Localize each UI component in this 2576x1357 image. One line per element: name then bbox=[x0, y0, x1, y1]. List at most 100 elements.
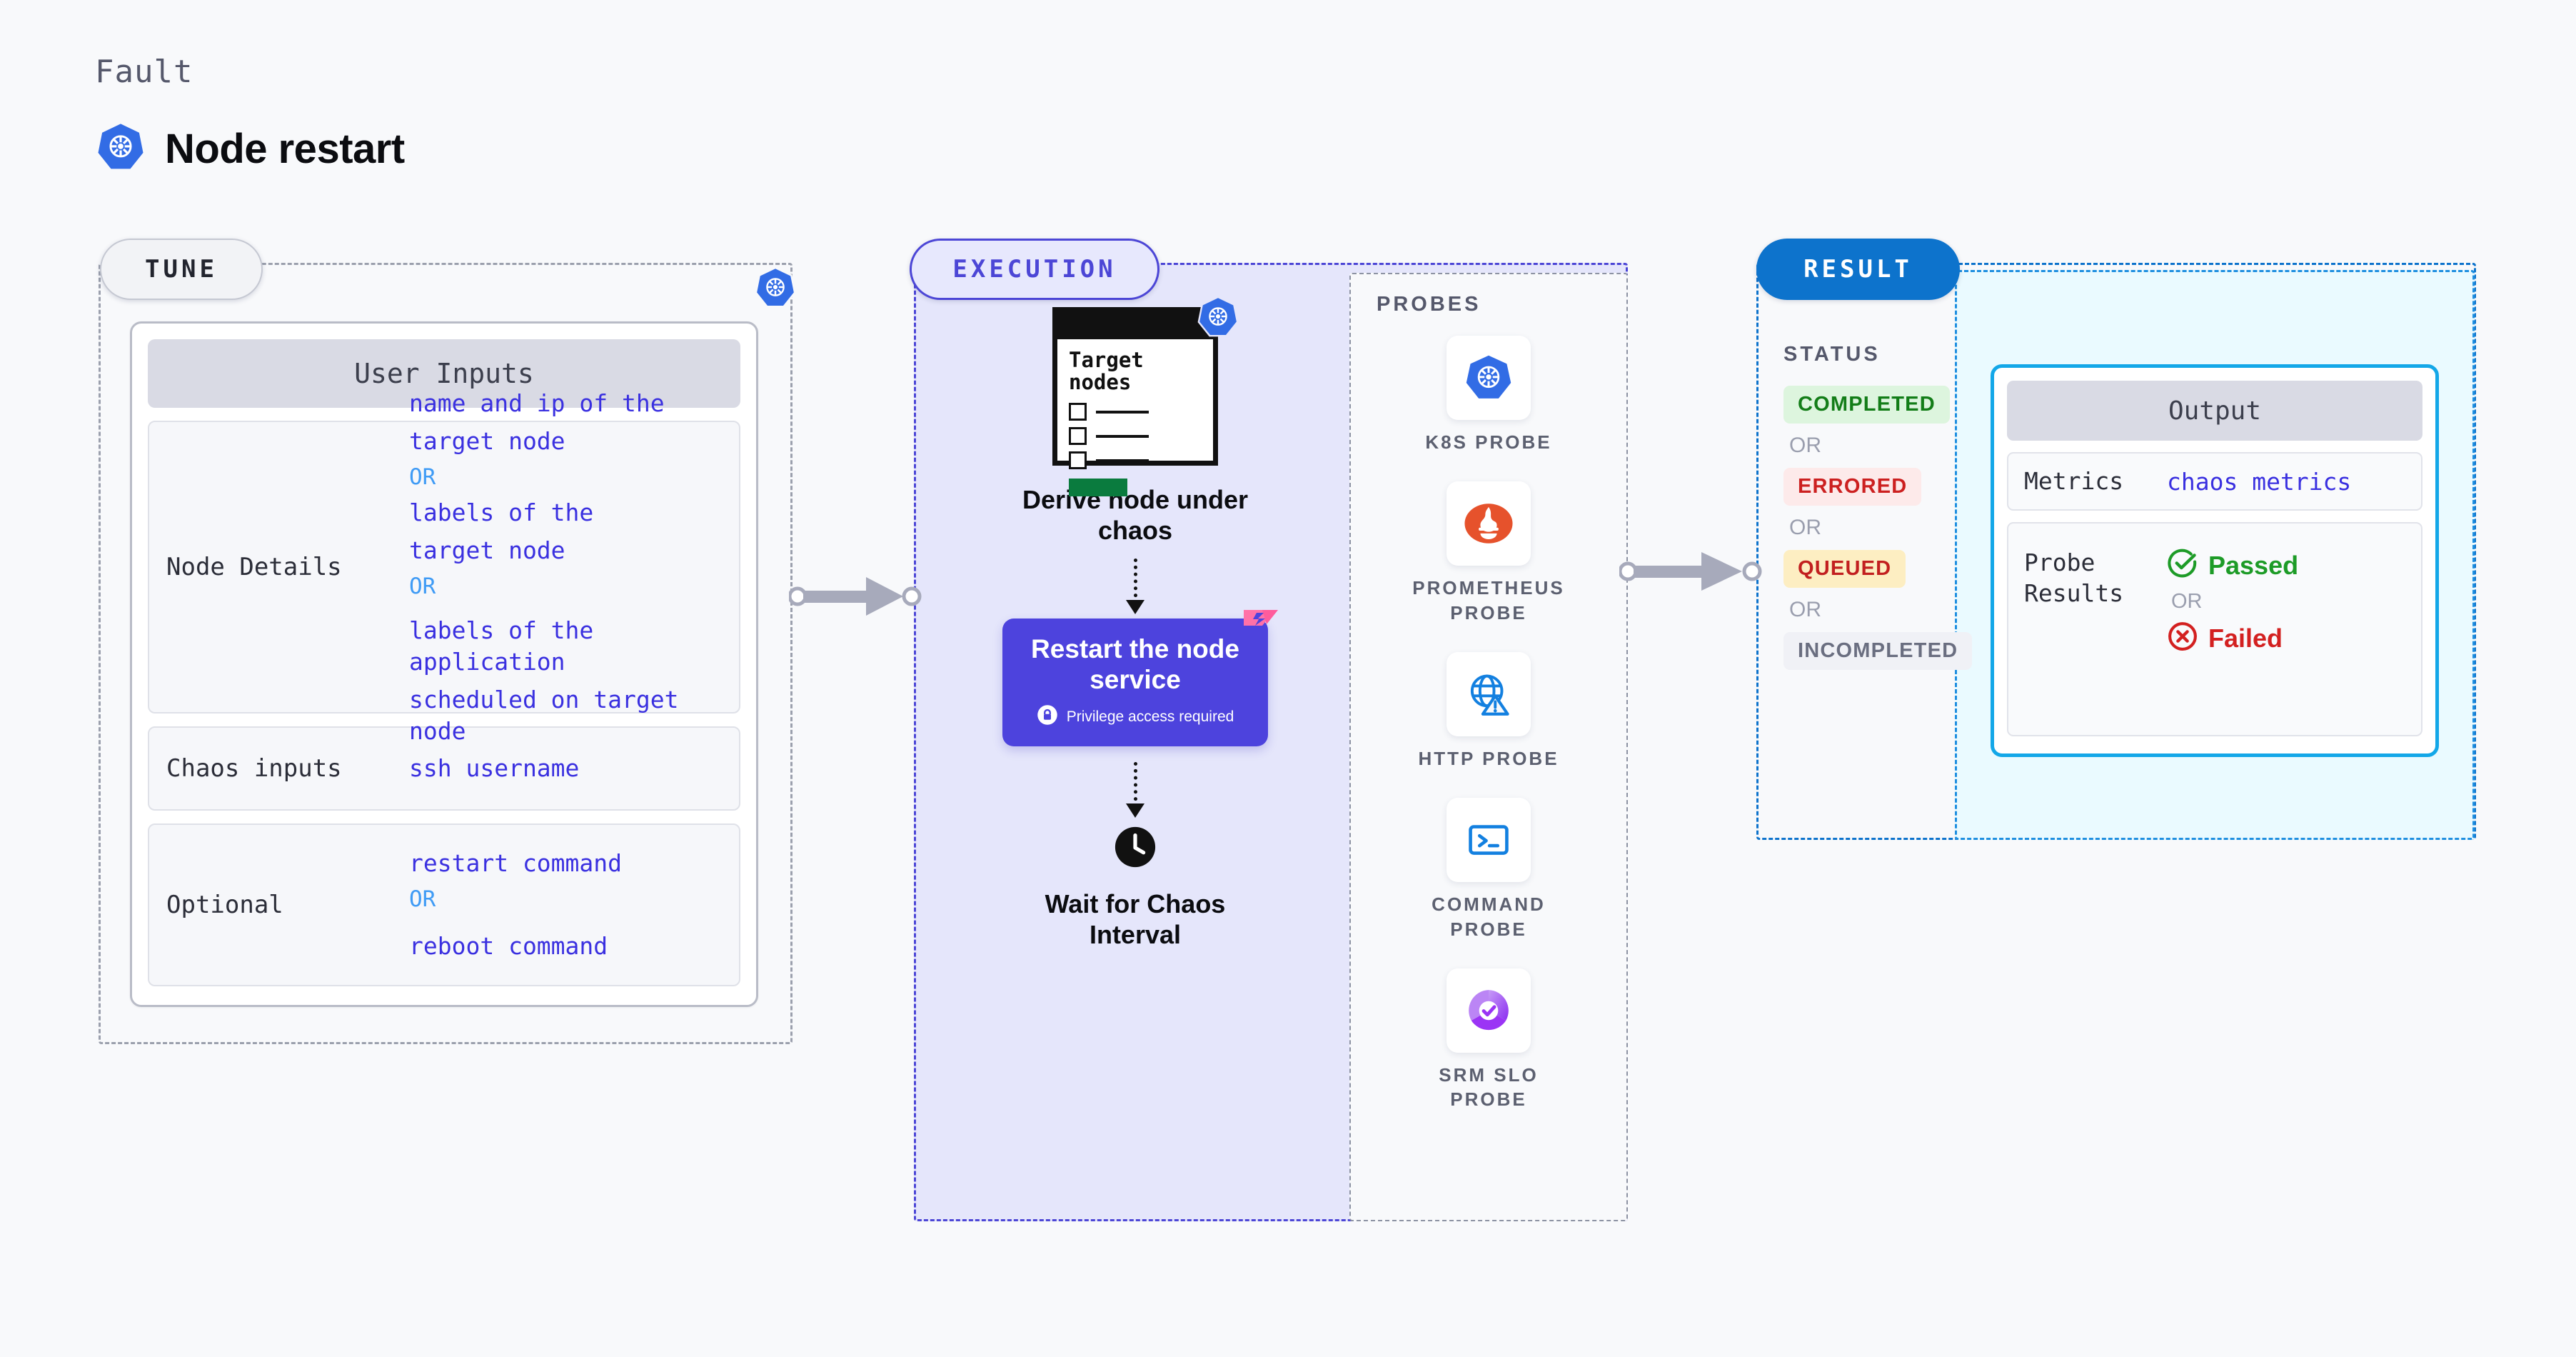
checkbox-icon bbox=[1069, 427, 1087, 446]
probes-list: K8S PROBE PROMETHEUS PROBE bbox=[1403, 336, 1574, 1112]
optional-label: Optional bbox=[166, 891, 283, 919]
node-details-value-3: labels of the bbox=[409, 498, 594, 526]
chaos-inputs-row: Chaos inputs ssh username bbox=[148, 726, 740, 811]
target-node-row bbox=[1069, 403, 1202, 421]
probe-item-k8s[interactable]: K8S PROBE bbox=[1403, 336, 1574, 454]
lock-icon bbox=[1037, 704, 1058, 729]
probe-label: COMMAND PROBE bbox=[1432, 893, 1546, 940]
connector-execution-to-result bbox=[1618, 546, 1766, 600]
node-details-value-6: scheduled on target node bbox=[409, 686, 679, 745]
probe-item-srm-slo[interactable]: SRM SLO PROBE bbox=[1403, 968, 1574, 1112]
probe-item-command[interactable]: COMMAND PROBE bbox=[1403, 798, 1574, 941]
probe-label: K8S PROBE bbox=[1425, 431, 1552, 453]
kubernetes-icon bbox=[753, 266, 798, 314]
target-node-row bbox=[1069, 451, 1202, 470]
placeholder-line bbox=[1096, 434, 1149, 438]
status-or-2: OR bbox=[1789, 516, 1821, 539]
harness-flag-icon bbox=[1241, 609, 1278, 645]
wait-chaos-interval-step: Wait for Chaos Interval bbox=[1045, 825, 1226, 950]
probe-failed-label: Failed bbox=[2208, 623, 2283, 653]
probe-results-label-line-1: Probe bbox=[2024, 549, 2095, 576]
kubernetes-icon bbox=[1447, 336, 1531, 420]
target-node-row bbox=[1069, 427, 1202, 446]
execution-flow: Target nodes bbox=[921, 296, 1349, 951]
derive-caption-line-1: Derive node under bbox=[1022, 485, 1249, 514]
node-details-value-2: target node bbox=[409, 427, 565, 456]
probe-label: PROMETHEUS PROBE bbox=[1412, 577, 1565, 624]
flow-arrow-down-icon bbox=[1126, 559, 1144, 615]
wait-caption-line-2: Interval bbox=[1089, 920, 1182, 950]
output-probe-results-row: Probe Results Passed OR bbox=[2007, 522, 2422, 736]
target-nodes-heading-1: Target bbox=[1069, 348, 1144, 372]
placeholder-line bbox=[1096, 410, 1149, 414]
checkbox-icon bbox=[1069, 451, 1087, 470]
node-details-value-4: target node bbox=[409, 536, 565, 565]
probe-label: SRM SLO PROBE bbox=[1439, 1063, 1539, 1111]
probes-frame bbox=[1349, 273, 1628, 1221]
restart-node-service-box[interactable]: Restart the node service Privilege acces… bbox=[1002, 610, 1278, 747]
checkbox-icon bbox=[1069, 403, 1087, 421]
target-nodes-card: Target nodes bbox=[1052, 296, 1239, 497]
placeholder-line bbox=[1096, 459, 1149, 462]
page-title-row: Node restart bbox=[95, 121, 405, 176]
stage-pill-tune[interactable]: TUNE bbox=[100, 239, 263, 300]
status-badge-queued: QUEUED bbox=[1783, 550, 1906, 588]
derive-node-caption: Derive node under chaos bbox=[1022, 484, 1248, 546]
prometheus-icon bbox=[1447, 481, 1531, 566]
globe-warning-icon bbox=[1447, 651, 1531, 736]
stage-pill-execution[interactable]: EXECUTION bbox=[910, 239, 1159, 300]
target-nodes-heading-2: nodes bbox=[1069, 369, 1132, 394]
probe-label: HTTP PROBE bbox=[1418, 747, 1559, 769]
status-badge-completed: COMPLETED bbox=[1783, 386, 1950, 424]
output-metrics-row: Metrics chaos metrics bbox=[2007, 452, 2422, 511]
restart-title-line-1: Restart the node bbox=[1031, 634, 1239, 664]
probe-item-prometheus[interactable]: PROMETHEUS PROBE bbox=[1403, 481, 1574, 625]
probe-result-passed: Passed bbox=[2167, 548, 2298, 583]
status-list: COMPLETED OR ERRORED OR QUEUED OR INCOMP… bbox=[1783, 386, 1973, 670]
optional-value-1: restart command bbox=[409, 849, 623, 878]
user-inputs-card: User Inputs Node Details name and ip of … bbox=[130, 321, 758, 1007]
node-details-row: Node Details name and ip of the target n… bbox=[148, 389, 740, 745]
kubernetes-icon bbox=[1196, 295, 1240, 343]
terminal-icon bbox=[1447, 798, 1531, 883]
chaos-inputs-value: ssh username bbox=[409, 754, 580, 783]
wait-caption-line-1: Wait for Chaos bbox=[1045, 889, 1226, 919]
metrics-value: chaos metrics bbox=[2167, 467, 2352, 496]
x-circle-icon bbox=[2167, 621, 2198, 656]
node-details-or-1: OR bbox=[409, 464, 436, 490]
stage-pill-result[interactable]: RESULT bbox=[1756, 239, 1960, 300]
probe-results-label-line-2: Results bbox=[2024, 579, 2124, 607]
privilege-note: Privilege access required bbox=[1066, 708, 1234, 725]
status-or-3: OR bbox=[1789, 598, 1821, 621]
node-details-value-5: labels of the application bbox=[409, 616, 594, 676]
node-details-label: Node Details bbox=[166, 553, 342, 581]
page-title: Node restart bbox=[165, 126, 405, 172]
probes-section-title: PROBES bbox=[1377, 293, 1481, 316]
tune-stage-frame bbox=[99, 263, 793, 1044]
user-inputs-title: User Inputs bbox=[148, 339, 740, 408]
connector-tune-to-execution bbox=[788, 571, 925, 625]
optional-row: Optional restart command OR reboot comma… bbox=[148, 823, 740, 986]
output-card-title: Output bbox=[2007, 381, 2422, 441]
probe-results-label: Probe Results bbox=[2024, 548, 2167, 609]
node-details-value-1: name and ip of the bbox=[409, 389, 665, 417]
flow-arrow-down-icon bbox=[1126, 762, 1144, 818]
restart-title-line-2: service bbox=[1090, 665, 1181, 695]
output-card: Output Metrics chaos metrics Probe Resul… bbox=[1991, 364, 2439, 757]
status-section-title: STATUS bbox=[1783, 343, 1881, 366]
node-details-or-2: OR bbox=[409, 574, 436, 599]
clock-icon bbox=[1113, 825, 1157, 873]
chaos-inputs-label: Chaos inputs bbox=[166, 754, 342, 783]
probe-passed-label: Passed bbox=[2208, 550, 2299, 580]
optional-value-2: reboot command bbox=[409, 932, 608, 960]
metrics-label: Metrics bbox=[2024, 466, 2124, 495]
probe-item-http[interactable]: HTTP PROBE bbox=[1403, 651, 1574, 771]
status-badge-incompleted: INCOMPLETED bbox=[1783, 632, 1973, 670]
srm-slo-icon bbox=[1447, 968, 1531, 1053]
status-or-1: OR bbox=[1789, 434, 1821, 457]
status-badge-errored: ERRORED bbox=[1783, 468, 1922, 506]
target-card-titlebar bbox=[1057, 312, 1213, 339]
kubernetes-icon bbox=[95, 121, 146, 176]
derive-caption-line-2: chaos bbox=[1097, 516, 1173, 546]
